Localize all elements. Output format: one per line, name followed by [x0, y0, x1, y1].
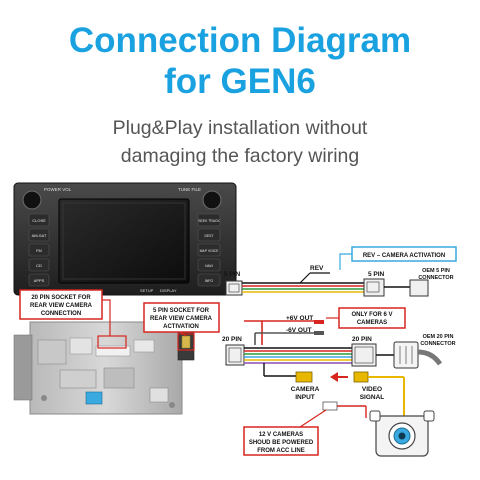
setup-button-label: SETUP — [140, 288, 154, 293]
label-20-pin-right: 20 PIN — [352, 336, 372, 343]
label-rev: REV — [310, 265, 324, 272]
callout-text: ACTIVATION — [163, 324, 199, 330]
label-video-signal: SIGNAL — [360, 394, 385, 401]
label-camera-input: INPUT — [295, 394, 315, 401]
label-camera-input: CAMERA — [291, 386, 320, 393]
callout-text: CAMERAS — [357, 320, 387, 326]
label-5-pin-left: 5 PIN — [224, 271, 241, 278]
callout-text: 12 V CAMERAS — [259, 432, 303, 438]
label-oem-20-pin: CONNECTOR — [420, 341, 455, 347]
left-button-label: AM-SAT — [32, 233, 47, 238]
display-button-label: DISPLAY — [160, 288, 177, 293]
callout-text: REAR VIEW CAMERA — [150, 316, 213, 322]
label-oem-5-pin: OEM 5 PIN — [422, 268, 450, 274]
right-button-label: MAP VOICE — [200, 249, 220, 253]
right-button-label: INFO — [205, 279, 213, 283]
left-button-label: APPS — [34, 278, 45, 283]
power-knob — [23, 191, 41, 209]
label-oem-5-pin: CONNECTOR — [418, 275, 453, 281]
callout-rev-activation: REV – CAMERA ACTIVATION — [340, 247, 456, 270]
callout-text: ONLY FOR 6 V — [351, 312, 392, 318]
tune-knob — [203, 191, 221, 209]
label-5-pin-right: 5 PIN — [368, 271, 385, 278]
right-button-label: DEST — [204, 234, 213, 238]
left-buttons: CLOSE AM-SAT FM CD APPS — [29, 214, 49, 286]
rear-view-camera — [370, 411, 434, 456]
callout-text: REAR VIEW CAMERA — [30, 303, 93, 309]
callout-text: REV – CAMERA ACTIVATION — [363, 253, 445, 259]
callout-text: 20 PIN SOCKET FOR — [31, 295, 91, 301]
right-buttons: SEEK TRACK DEST MAP VOICE NAVI INFO — [198, 214, 220, 286]
callout-text: 5 PIN SOCKET FOR — [153, 308, 210, 314]
left-button-label: CD — [36, 263, 42, 268]
callout-12v-power: 12 V CAMERAS SHOUD BE POWERED FROM ACC L… — [244, 410, 326, 455]
tune-file-label: TUNE FILE — [178, 187, 201, 192]
label-20-pin-left: 20 PIN — [222, 336, 242, 343]
camera-video-link: CAMERA INPUT VIDEO SIGNAL — [264, 363, 404, 418]
left-button-label: CLOSE — [32, 218, 46, 223]
label-oem-20-pin: OEM 20 PIN — [423, 334, 454, 340]
callout-text: SHOUD BE POWERED — [249, 440, 314, 446]
label-video-signal: VIDEO — [362, 386, 382, 393]
power-vol-label: POWER VOL — [44, 187, 72, 192]
five-pin-harness: 5 PIN REV 5 PIN OEM 5 PIN CONNECTOR — [224, 265, 454, 296]
right-button-label: SEEK TRACK — [198, 219, 220, 223]
callout-text: FROM ACC LINE — [257, 448, 304, 454]
head-unit-front: POWER VOL TUNE FILE CLOSE AM-SAT FM CD A… — [14, 183, 236, 295]
right-button-label: NAVI — [205, 264, 213, 268]
left-button-label: FM — [36, 248, 42, 253]
callout-text: CONNECTION — [41, 311, 81, 317]
